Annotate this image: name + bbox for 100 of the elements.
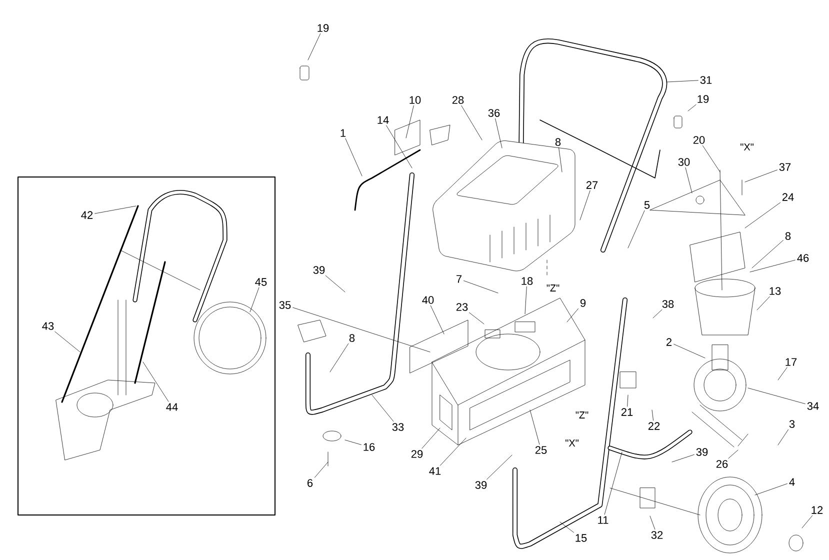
callout-number: 33 (392, 423, 404, 431)
leader-line (744, 202, 781, 228)
callout-number: 27 (586, 181, 598, 189)
leader-line (652, 309, 662, 318)
leader-line (345, 138, 362, 176)
callout-number: 30 (678, 158, 690, 166)
leader-line (292, 307, 430, 352)
callout-number: 12 (812, 506, 823, 514)
reference-mark: "X" (740, 144, 754, 150)
leader-line (688, 104, 696, 112)
leader-line (344, 440, 362, 445)
leader-line (406, 105, 414, 138)
callout-number: 36 (488, 109, 500, 117)
callout-number: 6 (308, 479, 313, 487)
leader-line (802, 515, 813, 528)
leader-line (94, 206, 136, 214)
callout-number: 29 (411, 450, 423, 458)
leader-line (440, 438, 466, 466)
leader-line (674, 344, 706, 358)
leader-line (314, 462, 328, 478)
reference-mark: "Z" (546, 284, 560, 292)
callout-number: 19 (318, 24, 329, 32)
leader-line (461, 105, 482, 140)
callout-number: 13 (770, 287, 781, 295)
reference-mark: "Z" (576, 412, 588, 418)
callout-number: 40 (422, 296, 434, 304)
callout-number: 17 (786, 358, 797, 366)
leader-line (672, 454, 694, 462)
leader-line (580, 190, 590, 220)
leader-line (325, 275, 346, 292)
callout-number: 5 (644, 201, 650, 209)
callout-number: 45 (255, 278, 267, 286)
callout-number: 15 (576, 534, 587, 542)
leader-line (750, 260, 796, 272)
leader-line (495, 118, 502, 148)
callout-number: 41 (429, 467, 441, 475)
callout-number: 23 (456, 303, 468, 311)
leader-line (54, 331, 80, 352)
callout-number: 42 (81, 211, 93, 219)
leader-line (754, 483, 788, 496)
leader-line (330, 343, 349, 372)
leader-line (627, 394, 628, 407)
callout-number: 8 (555, 138, 561, 146)
leader-line (566, 308, 578, 322)
callout-number: 34 (807, 402, 819, 410)
callout-number: 1 (340, 129, 346, 137)
leader-line (778, 429, 788, 446)
callout-number: 14 (378, 116, 389, 124)
callout-number: 19 (698, 95, 709, 103)
callout-number: 26 (716, 460, 728, 468)
leader-line (702, 145, 720, 172)
leader-line (650, 516, 656, 530)
leader-line (464, 280, 498, 294)
callout-number: 24 (782, 193, 794, 201)
leader-line (560, 522, 574, 533)
leader-line (372, 394, 394, 422)
leader-line (524, 286, 527, 314)
leader-line (666, 80, 698, 82)
leader-line (778, 367, 788, 380)
callout-number: 44 (166, 403, 178, 411)
callout-number: 25 (535, 446, 547, 454)
leader-line (652, 410, 654, 421)
leader-line (685, 167, 692, 194)
callout-number: 46 (797, 254, 809, 262)
callout-number: 22 (648, 422, 660, 430)
leader-line (752, 240, 784, 268)
leader-line (744, 170, 778, 182)
leader-line (422, 428, 440, 449)
leader-line (604, 452, 622, 515)
leader-line (386, 125, 412, 168)
callout-number: 35 (279, 301, 291, 309)
callout-number: 3 (789, 420, 795, 428)
callout-number: 2 (666, 338, 672, 346)
callout-number: 37 (779, 163, 791, 171)
inset-frame (18, 176, 276, 516)
callout-number: 21 (621, 408, 633, 416)
callout-number: 31 (700, 76, 712, 84)
callout-number: 28 (452, 96, 464, 104)
callout-number: 16 (364, 443, 375, 451)
callout-number: 38 (662, 300, 674, 308)
callout-number: 39 (696, 448, 708, 456)
leader-line (469, 312, 484, 324)
callout-number: 7 (456, 275, 462, 283)
leader-line (756, 296, 770, 310)
leader-line (250, 287, 260, 312)
callout-number: 39 (475, 481, 487, 489)
callout-number: 32 (651, 531, 663, 539)
leader-line (142, 362, 169, 402)
leader-line (308, 33, 321, 60)
callout-number: 8 (785, 232, 791, 240)
leader-line (728, 450, 738, 459)
callout-number: 11 (598, 516, 608, 524)
leader-line (486, 454, 512, 480)
leader-line (628, 210, 645, 248)
leader-line (530, 410, 540, 445)
callout-number: 20 (693, 136, 705, 144)
callout-number: 8 (349, 334, 355, 342)
callout-number: 39 (313, 266, 325, 274)
callout-number: 18 (522, 277, 533, 285)
callout-number: 10 (410, 96, 421, 104)
